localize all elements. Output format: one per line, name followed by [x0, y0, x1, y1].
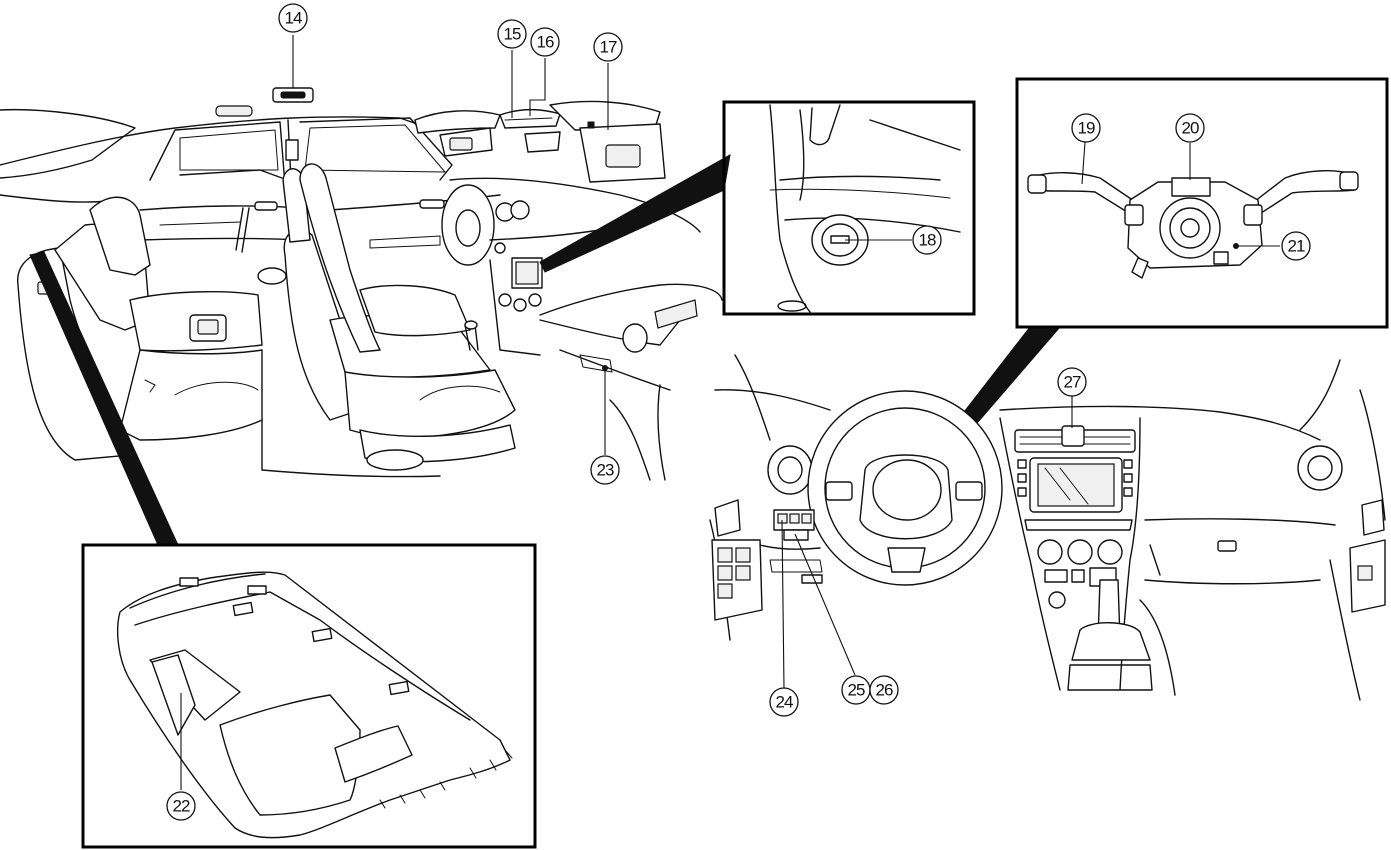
- callout-19-label: 19: [1078, 119, 1095, 138]
- ignition-switch-small: [494, 242, 506, 254]
- callout-15: 15: [497, 19, 527, 49]
- callout-18: 18: [912, 225, 942, 255]
- callout-25-label: 25: [848, 681, 865, 700]
- callout-19: 19: [1071, 113, 1101, 143]
- right-steering-switches: [955, 481, 983, 501]
- package-tray-inset: [29, 251, 537, 849]
- callout-22-label: 22: [173, 797, 190, 816]
- grab-handle: [215, 105, 253, 117]
- right-sun-visor: [549, 100, 661, 131]
- clock-spring-connector: [1171, 177, 1211, 197]
- callout-15-label: 15: [504, 25, 521, 44]
- b-pillar-trim: [285, 139, 299, 161]
- car-interior-view: [0, 105, 723, 481]
- callout-26-label: 26: [876, 681, 893, 700]
- ignition-inset-frame: [722, 100, 976, 316]
- dashboard-view: [709, 354, 1386, 701]
- package-tray-inset-frame: [81, 543, 537, 849]
- right-vanity-mirror: [605, 144, 641, 168]
- callout-24-label: 24: [776, 693, 793, 712]
- combination-switch-inset-frame: [1015, 77, 1389, 329]
- callout-23-label: 23: [597, 461, 614, 480]
- callout-21-label: 21: [1288, 237, 1305, 256]
- callout-25: 25: [841, 675, 871, 705]
- callout-24: 24: [769, 687, 799, 717]
- rear-door-handle: [254, 201, 278, 211]
- left-vanity-mirror: [449, 137, 473, 151]
- callout-17-label: 17: [600, 38, 617, 57]
- climate-knob-left: [1037, 539, 1063, 565]
- callout-23: 23: [590, 455, 620, 485]
- callout-14-label: 14: [285, 9, 302, 28]
- climate-knob-right: [1097, 539, 1123, 565]
- right-switch-stalk: [1249, 170, 1356, 216]
- overhead-console-area: [272, 87, 666, 183]
- callout-16-label: 16: [537, 33, 554, 52]
- callout-22: 22: [166, 791, 196, 821]
- callout-26: 26: [869, 675, 899, 705]
- front-door-handle: [419, 199, 445, 209]
- ignition-inset: [539, 100, 976, 316]
- callout-18-label: 18: [919, 231, 936, 250]
- glove-box-handle: [1217, 540, 1237, 552]
- callout-20: 20: [1175, 113, 1205, 143]
- callout-20-label: 20: [1182, 119, 1199, 138]
- callout-27: 27: [1057, 367, 1087, 397]
- callout-16: 16: [530, 27, 560, 57]
- callout-27-label: 27: [1064, 373, 1081, 392]
- climate-knob-center: [1067, 539, 1093, 565]
- callout-14: 14: [278, 3, 308, 33]
- hazard-switch: [1061, 425, 1085, 447]
- callout-17: 17: [593, 32, 623, 62]
- left-sun-visor: [414, 110, 501, 134]
- callout-21: 21: [1281, 231, 1311, 261]
- left-steering-switches: [825, 481, 853, 501]
- leader-lines: [180, 35, 1280, 790]
